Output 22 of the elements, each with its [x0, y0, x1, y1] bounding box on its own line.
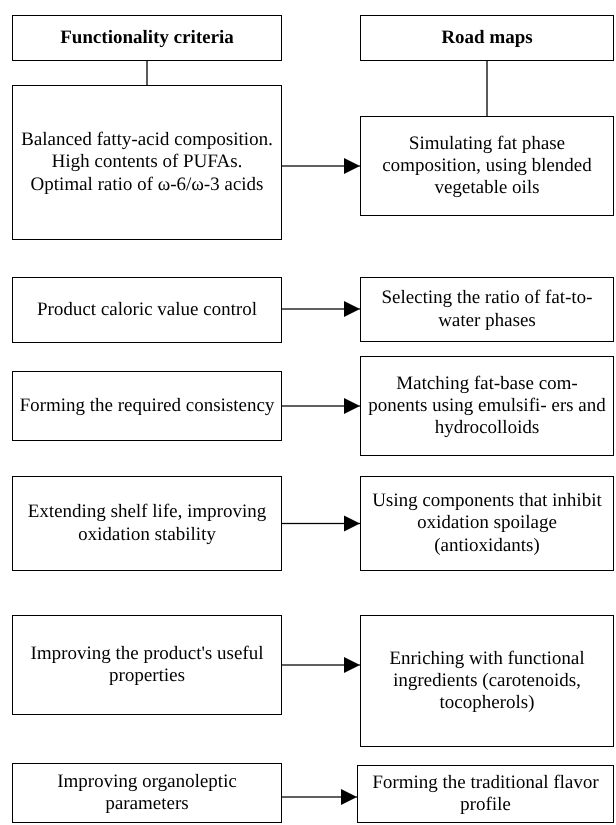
connector-line — [146, 61, 148, 85]
connector-line — [486, 61, 488, 116]
process-box: Balanced fatty-acid composition. High contents of PUFAs. Optimal ratio of ω-6/ω-3 acids — [12, 85, 282, 240]
process-box: Enriching with functional ingredients (carotenoids, tocopherols) — [360, 615, 614, 747]
process-box: Selecting the ratio of fat-to-water phases — [360, 277, 614, 342]
process-box: Forming the required consistency — [12, 371, 282, 441]
arrow — [282, 516, 360, 532]
arrow — [282, 301, 360, 317]
arrow — [282, 789, 357, 805]
process-box: Matching fat-base com- ponents using emulsifi- ers and hydrocolloids — [360, 356, 614, 456]
process-box: Improving organoleptic parameters — [12, 763, 282, 823]
process-box: Improving the product's useful properties — [12, 615, 282, 715]
header-box: Road maps — [360, 15, 614, 61]
process-box: Product caloric value control — [12, 277, 282, 343]
process-box: Extending shelf life, improving oxidation stability — [12, 476, 282, 571]
arrow — [282, 158, 360, 174]
process-box: Simulating fat phase composition, using blended vegetable oils — [360, 116, 614, 216]
process-box: Forming the traditional flavor profile — [357, 765, 614, 823]
process-box: Using components that inhibit oxidation spoilage (antioxidants) — [360, 476, 614, 571]
arrow — [282, 398, 360, 414]
arrow — [282, 657, 360, 673]
header-box: Functionality criteria — [12, 15, 282, 61]
